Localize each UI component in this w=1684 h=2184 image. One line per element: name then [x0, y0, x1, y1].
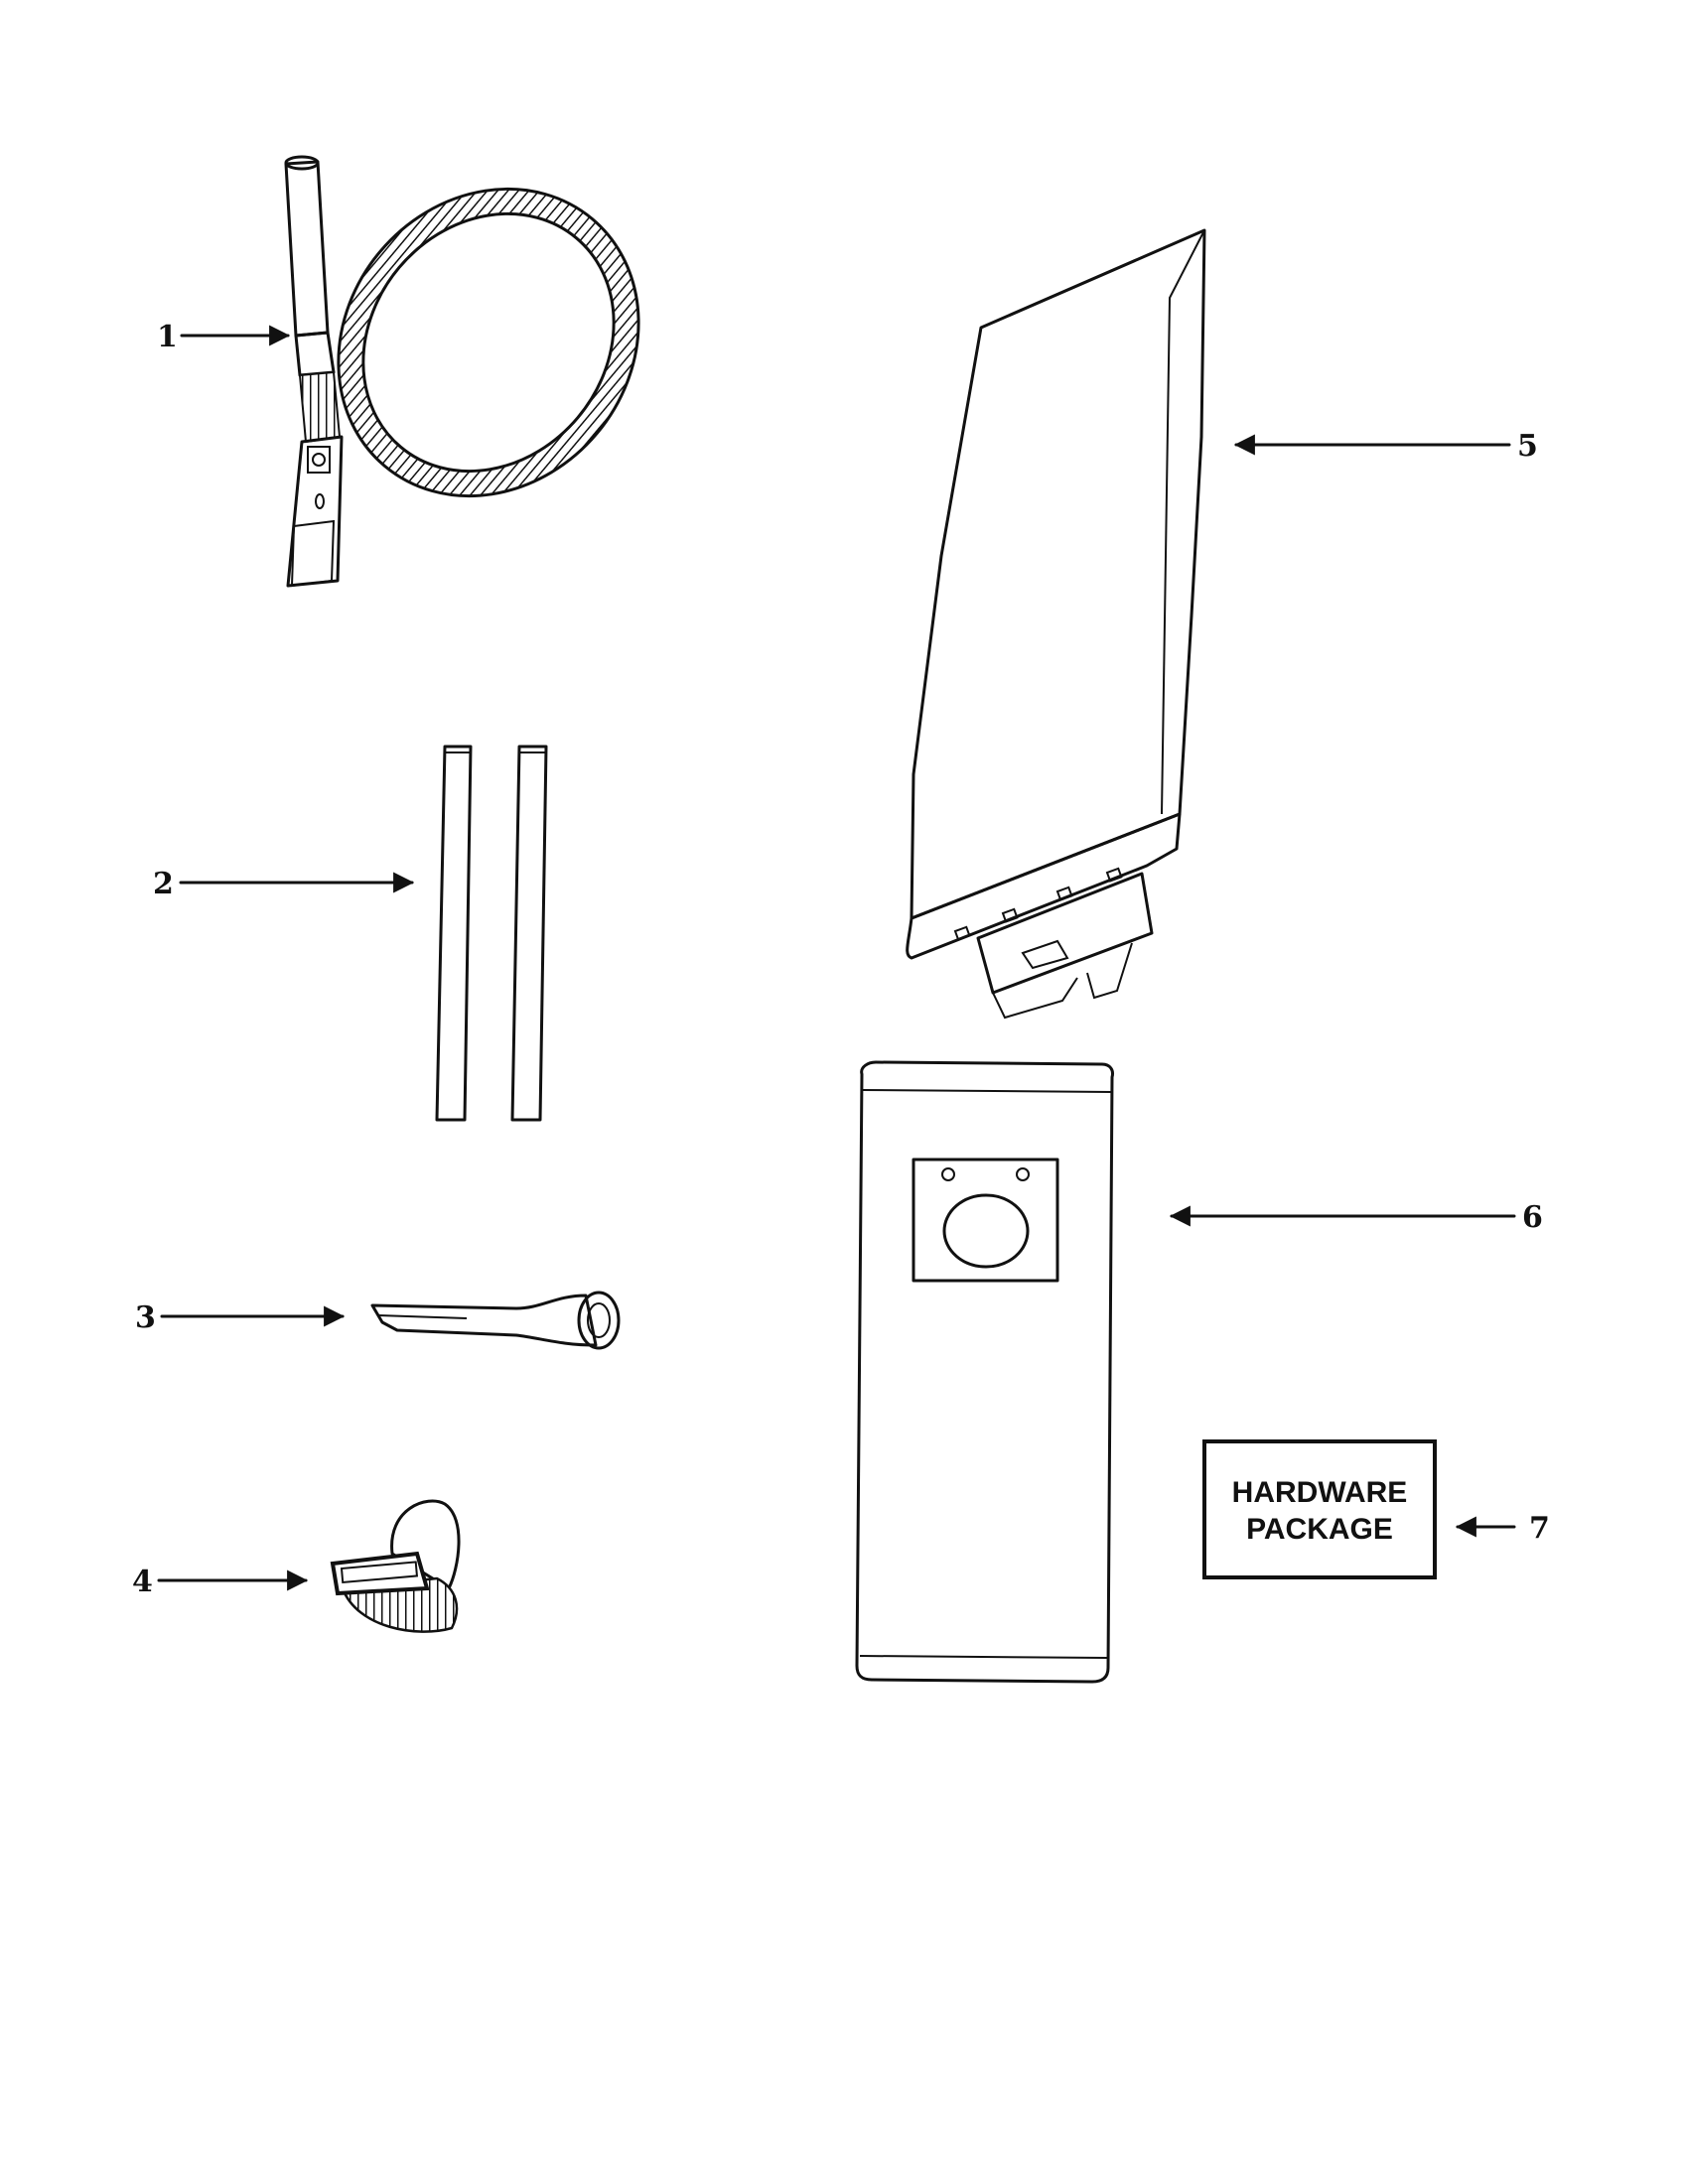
hose-wand-icon [284, 155, 344, 588]
callout-7-number: 7 [1529, 1511, 1550, 1546]
hose-coil-icon [337, 187, 640, 498]
hardware-package-label-line2: PACKAGE [1246, 1513, 1393, 1546]
hardware-package-label-line1: HARDWARE [1232, 1476, 1408, 1509]
part-3-crevice-tool: 3 [135, 1291, 621, 1350]
callout-1-number: 1 [157, 320, 178, 354]
part-2-extension-wands: 2 [153, 745, 548, 1122]
crevice-tool-icon [370, 1291, 621, 1350]
dusting-brush-icon [330, 1499, 461, 1633]
wand-tube-icon [435, 745, 473, 1122]
part-7-hardware-package: HARDWARE PACKAGE 7 [1202, 1439, 1550, 1579]
disposable-bag-icon [855, 1060, 1114, 1684]
part-1-hose-assembly: 1 [157, 155, 640, 588]
callout-2-number: 2 [153, 867, 174, 901]
callout-5-number: 5 [1517, 429, 1538, 464]
bag-housing-icon [906, 228, 1206, 1020]
wand-tube-icon [510, 745, 548, 1122]
callout-3-number: 3 [135, 1300, 156, 1335]
part-4-dusting-brush: 4 [132, 1499, 461, 1633]
part-5-bag-housing: 5 [906, 228, 1538, 1020]
hardware-package-box [1202, 1439, 1437, 1579]
callout-4-number: 4 [132, 1565, 153, 1599]
part-6-disposable-bag: 6 [855, 1060, 1543, 1684]
callout-6-number: 6 [1522, 1200, 1543, 1235]
